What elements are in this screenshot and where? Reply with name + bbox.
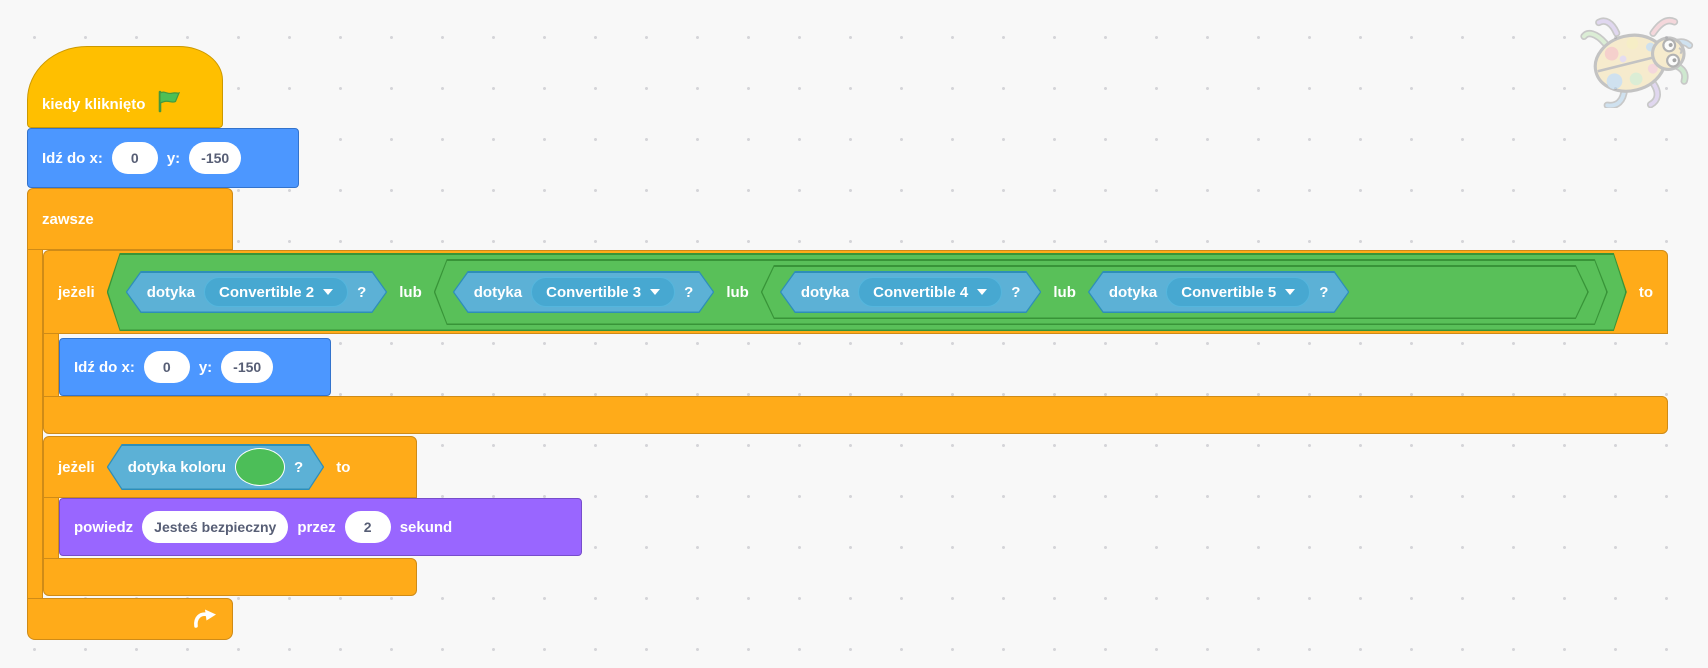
touching-sprite-dropdown-2[interactable]: Convertible 3 (531, 277, 675, 307)
block-forever-bottom-arm[interactable] (27, 598, 233, 640)
touching-sprite-dropdown-1[interactable]: Convertible 2 (204, 277, 348, 307)
touching-sprite-block-1[interactable]: dotyka Convertible 2 ? (126, 271, 388, 313)
block-if2-bottom-arm[interactable] (43, 558, 417, 596)
touching-label: dotyka (1108, 283, 1158, 301)
dropdown-arrow-icon (1285, 289, 1295, 295)
block-if1-bottom-arm[interactable] (43, 396, 1668, 434)
question-mark-label: ? (357, 283, 367, 301)
touching-label: dotyka (800, 283, 850, 301)
goto-x-input[interactable]: 0 (111, 142, 158, 174)
question-mark-label: ? (294, 458, 304, 476)
touching-color-block[interactable]: dotyka koloru ? (107, 444, 325, 490)
or-label: lub (1053, 283, 1076, 301)
seconds-label: sekund (399, 518, 453, 536)
goto-label: Idź do x: (42, 149, 103, 167)
goto-label: Idź do x: (74, 358, 135, 376)
touching-sprite-block-2[interactable]: dotyka Convertible 3 ? (453, 271, 715, 313)
touching-sprite-dropdown-3[interactable]: Convertible 4 (858, 277, 1002, 307)
block-say-for-seconds[interactable]: powiedz Jesteś bezpieczny przez 2 sekund (59, 498, 582, 556)
block-if-touching-sprites-header[interactable]: jeżeli dotyka Convertible 2 ? lub dotyka (43, 250, 1668, 334)
touching-sprite-block-3[interactable]: dotyka Convertible 4 ? (780, 271, 1042, 313)
say-duration-input[interactable]: 2 (344, 511, 391, 543)
dropdown-arrow-icon (323, 289, 333, 295)
if-label: jeżeli (58, 283, 95, 301)
goto-y-label: y: (198, 358, 213, 376)
touching-label: dotyka (473, 283, 523, 301)
question-mark-label: ? (1011, 283, 1021, 301)
when-flag-clicked-label: kiedy kliknięto (42, 96, 146, 113)
block-forever-header[interactable]: zawsze (27, 188, 233, 250)
then-label: to (336, 458, 351, 476)
say-label: powiedz (74, 518, 134, 536)
color-swatch[interactable] (235, 448, 285, 486)
goto-y-label: y: (166, 149, 181, 167)
goto-y-input[interactable]: -150 (221, 351, 274, 383)
say-message-input[interactable]: Jesteś bezpieczny (142, 511, 289, 543)
ladybug-sprite-watermark (1580, 16, 1694, 108)
or-operator-block-outer[interactable]: dotyka Convertible 2 ? lub dotyka Conver… (107, 253, 1627, 331)
dropdown-arrow-icon (650, 289, 660, 295)
touching-color-label: dotyka koloru (127, 458, 227, 476)
block-goto-xy-top[interactable]: Idź do x: 0 y: -150 (27, 128, 299, 188)
dropdown-arrow-icon (977, 289, 987, 295)
or-operator-block-middle[interactable]: dotyka Convertible 3 ? lub dotyka Conver… (434, 259, 1608, 325)
block-if2-spine[interactable] (43, 498, 59, 558)
goto-y-input[interactable]: -150 (189, 142, 242, 174)
green-flag-icon (159, 90, 181, 113)
then-label: to (1638, 283, 1653, 301)
touching-label: dotyka (146, 283, 196, 301)
for-label: przez (297, 518, 336, 536)
question-mark-label: ? (1319, 283, 1329, 301)
question-mark-label: ? (684, 283, 694, 301)
block-when-flag-clicked[interactable]: kiedy kliknięto (27, 46, 223, 128)
block-goto-xy-inner[interactable]: Idź do x: 0 y: -150 (59, 338, 331, 396)
forever-label: zawsze (42, 210, 94, 228)
or-operator-block-inner[interactable]: dotyka Convertible 4 ? lub dotyka Conver… (761, 265, 1589, 319)
goto-x-input[interactable]: 0 (143, 351, 190, 383)
touching-sprite-block-4[interactable]: dotyka Convertible 5 ? (1088, 271, 1350, 313)
block-if-touching-color-header[interactable]: jeżeli dotyka koloru ? to (43, 436, 417, 498)
block-if1-spine[interactable] (43, 334, 59, 396)
loop-arrow-icon (194, 609, 216, 628)
or-label: lub (399, 283, 422, 301)
if-label: jeżeli (58, 458, 95, 476)
or-label: lub (726, 283, 749, 301)
touching-sprite-dropdown-4[interactable]: Convertible 5 (1166, 277, 1310, 307)
block-forever-spine[interactable] (27, 250, 43, 598)
